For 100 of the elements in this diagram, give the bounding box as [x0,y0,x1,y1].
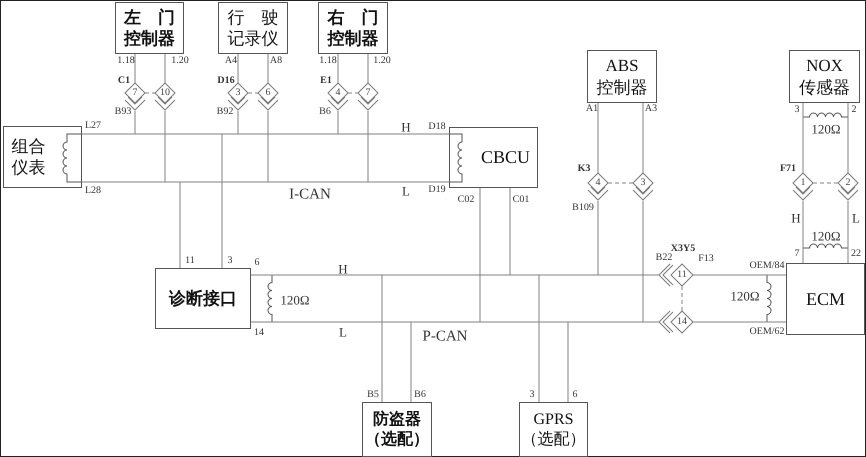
pin-label: B5 [367,390,379,400]
wire [568,322,660,402]
module-label: 防盗器（选配） [364,410,430,450]
pin-label: 22 [851,249,861,259]
wire [538,274,660,402]
bus-line-label: L [339,326,347,338]
pin-number: 7 [366,88,370,98]
pin-label: 3 [228,256,232,266]
module-box [786,263,865,335]
connector-diamond [659,311,693,333]
module-label: GPRS（选配） [520,410,586,450]
pin-label: A3 [644,104,658,114]
dashed-link [812,182,838,184]
connector-diamond [659,264,693,286]
pin-label: A1 [586,104,598,114]
module-box [3,126,82,188]
module-label: ECM [804,288,846,310]
connector-code: F71 [780,164,796,174]
module-label: ABS 控制器 [596,55,648,98]
pin-number: 14 [677,317,687,327]
wire [180,182,450,268]
wire [222,134,450,268]
pin-label: 3 [530,390,534,400]
bus-name: P-CAN [422,330,468,344]
module-label: 记录仪 [228,28,278,50]
connector-diamond [633,173,653,201]
pin-number: 3 [236,88,240,98]
pin-label: 6 [572,390,578,400]
module-box [115,2,184,54]
connector-code: K3 [578,164,590,174]
connector-diamond [838,173,858,201]
pin-number: 6 [266,88,270,98]
wire [802,102,804,174]
dashed-link [348,92,358,94]
connector-code: X3Y5 [670,244,696,254]
pin-number: 11 [677,270,687,280]
pin-label: 2 [852,105,856,115]
pin-label: B6 [414,390,426,400]
module-box [519,402,588,457]
connector-diamond [155,83,175,111]
connector-diamond [793,173,813,201]
module-box [155,268,251,329]
module-box [789,50,860,103]
module-label: 控制器 [124,28,175,50]
pin-label: D19 [428,185,446,195]
pin-number: 4 [336,88,340,98]
connector-code: F13 [698,254,714,264]
pin-label: 11 [185,256,195,266]
pin-label: OEM/84 [750,261,784,271]
pin-label: L27 [84,121,102,131]
wire [802,200,804,264]
pin-label: 1.20 [373,56,391,66]
connector-code: B6 [319,107,331,117]
connector-diamond [258,83,278,111]
dashed-link [248,92,258,94]
module-box [587,50,657,103]
resistance-label: 120Ω [730,290,760,302]
module-box [449,127,538,188]
pin-label: 1.18 [117,56,135,66]
wire [642,102,644,174]
bus-line-label: L [402,184,410,198]
resistance-label: 120Ω [811,230,841,242]
wire [134,54,136,84]
bus-name: I-CAN [289,188,331,202]
module-box [362,402,432,457]
connector-code: C1 [118,76,130,86]
module-label: 诊断接口 [168,288,238,310]
pin-number: 1 [800,178,806,188]
connector-code: B93 [114,107,132,117]
pin-number: 7 [132,88,138,98]
connector-diamond [358,83,378,111]
module-box [318,2,388,54]
module-label: 行驶 [228,6,278,28]
pin-number: 3 [640,178,646,188]
pin-label: A8 [270,56,282,66]
wire [692,274,786,276]
wire [164,54,166,84]
pin-label: C01 [512,195,530,205]
connector-diamond [588,173,608,201]
pin-label: L28 [84,186,102,196]
module-box [218,2,288,54]
pin-label: 3 [794,105,800,115]
pin-label: 7 [794,249,800,259]
module-label: 右门 [328,6,378,28]
pin-label: 1.18 [319,56,337,66]
resistance-label: 120Ω [811,122,841,136]
pin-label: C02 [458,195,474,205]
module-label: NOX 传感器 [798,55,851,98]
pin-label: OEM/62 [750,327,784,337]
connector-code: B109 [572,203,594,213]
pin-number: 4 [596,178,600,188]
pin-number: 2 [846,178,850,188]
connector-code: D16 [217,76,235,86]
pin-label: 14 [254,328,264,338]
bus-line-label: H [401,120,411,134]
pin-label: 1.20 [171,56,189,66]
pin-label: D18 [428,122,446,132]
pin-label: 6 [254,258,260,268]
module-label: CBCU [480,146,532,169]
connector-code: E1 [320,76,332,86]
